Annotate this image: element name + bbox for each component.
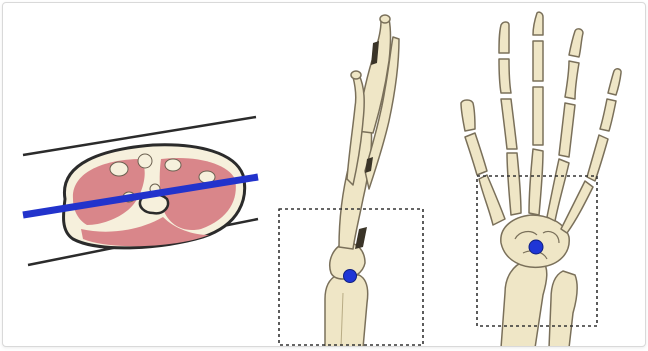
illustration-frame xyxy=(2,2,646,347)
middle-proximal xyxy=(533,87,543,145)
radius-bone-lateral xyxy=(325,275,368,347)
tendon-spot xyxy=(165,159,181,171)
radius-bone-palmar xyxy=(501,261,547,347)
middle-distal xyxy=(533,12,543,35)
metacarpal-4 xyxy=(547,159,569,221)
little-proximal xyxy=(587,135,608,181)
wrist-marker-palmar xyxy=(529,240,543,254)
index-distal xyxy=(499,22,509,53)
thumb-tip-lateral xyxy=(351,71,361,79)
thumb-phalanx-distal xyxy=(461,100,475,131)
palmar-hand-panel xyxy=(461,12,621,347)
ulna-bone-palmar xyxy=(549,271,577,347)
wrist-anatomy-figure xyxy=(3,3,646,347)
ring-proximal xyxy=(559,103,575,157)
thumb-phalanx-proximal xyxy=(465,133,487,175)
lateral-hand-panel xyxy=(279,15,423,347)
ring-middle xyxy=(565,61,579,99)
index-middle xyxy=(499,59,511,93)
metacarpal-5 xyxy=(561,181,593,233)
tendon-spot xyxy=(138,154,152,168)
metacarpal-3 xyxy=(529,149,543,215)
little-distal xyxy=(608,69,621,95)
little-middle xyxy=(600,99,616,131)
middle-middle xyxy=(533,41,543,81)
metacarpal-1 xyxy=(479,175,505,225)
cross-section-panel xyxy=(23,117,258,265)
ring-distal xyxy=(569,29,583,57)
index-proximal xyxy=(501,99,517,149)
metacarpal-2 xyxy=(507,153,521,215)
tendon-spot xyxy=(110,162,128,176)
finger-tip-lateral xyxy=(380,15,390,23)
wrist-marker-lateral xyxy=(344,270,357,283)
